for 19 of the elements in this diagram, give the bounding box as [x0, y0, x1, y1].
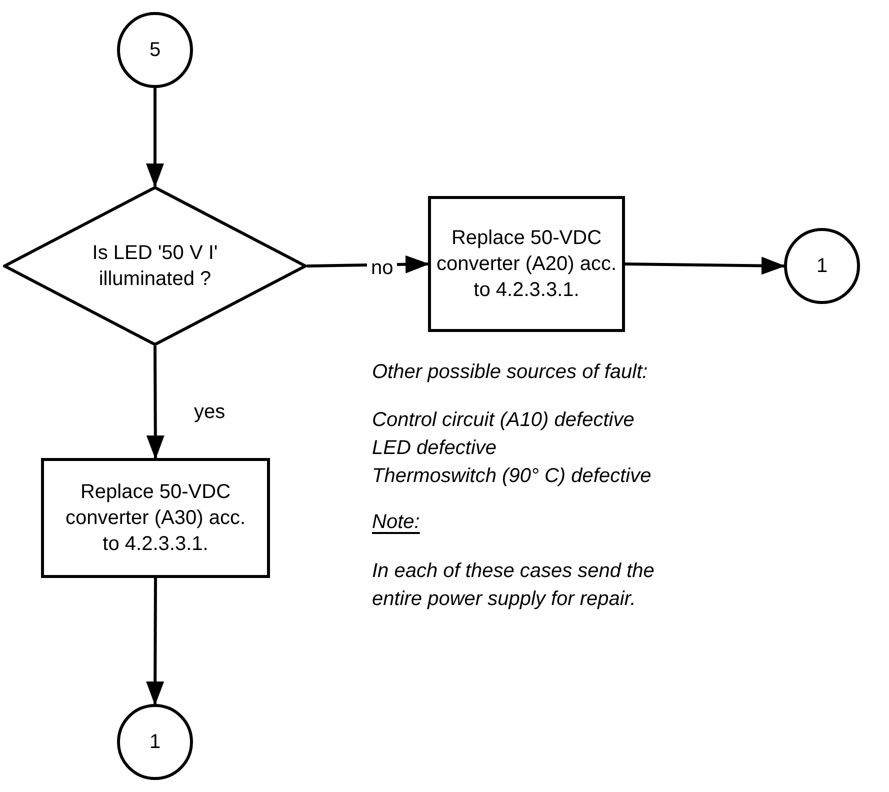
- note-text: Thermoswitch (90° C) defective: [372, 464, 652, 489]
- note-text: In each of these cases send the entire power supply for repair.: [372, 559, 656, 612]
- process-box: [41, 458, 270, 578]
- note-heading: Note:: [372, 510, 420, 535]
- connector-number: 5: [149, 38, 161, 63]
- arrow: [146, 346, 164, 460]
- note-text: Other possible sources of fault:: [372, 360, 648, 385]
- connector-number: 1: [816, 254, 828, 279]
- decision-text: Is LED '50 V I' illuminated ?: [91, 241, 219, 292]
- step-text: Replace 50-VDC converter (A30) acc. to 4.2.3.3.1.: [64, 480, 247, 557]
- connector-number: 1: [149, 730, 161, 755]
- arrow: [624, 256, 786, 275]
- note-text: LED defective: [372, 436, 497, 461]
- arrow: [146, 88, 164, 188]
- arrow: [146, 578, 164, 706]
- step-text: Replace 50-VDC converter (A20) acc. to 4.2.3.3.1.: [435, 226, 618, 303]
- decision-diamond: [3, 186, 307, 346]
- process-box: [428, 196, 625, 332]
- note-text: Control circuit (A10) defective: [372, 408, 634, 433]
